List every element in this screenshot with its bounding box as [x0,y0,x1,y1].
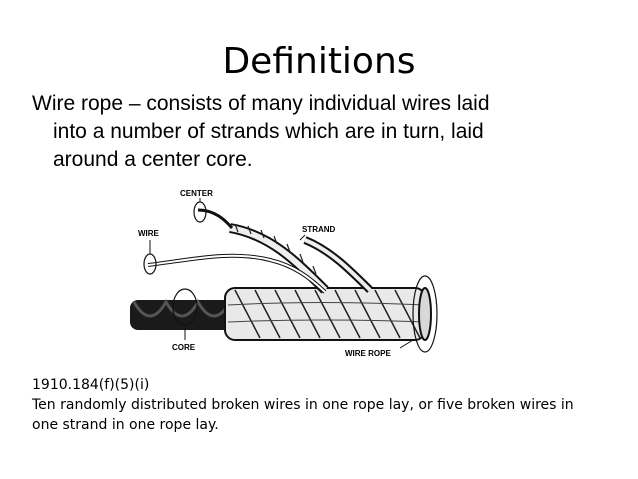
citation-reference: 1910.184(f)(5)(i) [32,377,150,393]
wire-rope-diagram: CENTER WIRE STRAND CORE WIRE ROPE [120,180,480,370]
strand-graphic [229,223,373,294]
core-label: CORE [172,343,196,352]
center-callout-circle [193,201,207,223]
citation-line: one strand in one rope lay. [32,417,219,433]
strand-leader [299,234,306,241]
center-wire-graphic [197,208,234,229]
wire-graphic [147,253,327,294]
definition-line: around a center core. [53,148,253,171]
slide-title: Definitions [222,41,416,82]
center-label: CENTER [180,189,213,198]
citation-line: Ten randomly distributed broken wires in… [32,397,574,413]
rope-body-graphic [224,287,432,341]
wire-rope-illustration: CENTER WIRE STRAND CORE WIRE ROPE [130,189,438,358]
wire-rope-callout-circle [412,275,438,353]
core-graphic [130,298,240,330]
wire-rope-label: WIRE ROPE [345,349,391,358]
citation-block: 1910.184(f)(5)(i) Ten randomly distribut… [32,375,622,435]
wire-rope-leader [399,339,414,349]
strand-label: STRAND [302,225,336,234]
definition-text: Wire rope – consists of many individual … [32,90,612,174]
wire-label: WIRE [138,229,160,238]
definition-line: into a number of strands which are in tu… [53,120,484,143]
definition-line: Wire rope – consists of many individual … [32,92,490,115]
